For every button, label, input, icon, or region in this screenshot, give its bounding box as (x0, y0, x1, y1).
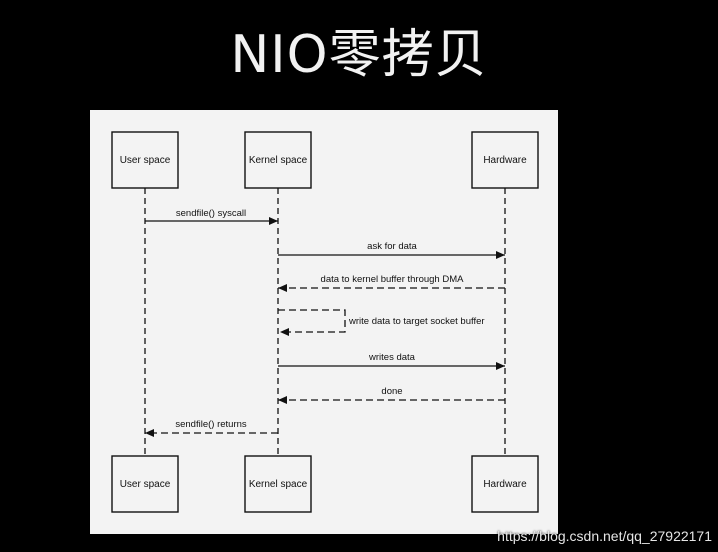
participant-kernel-bottom: Kernel space (244, 455, 312, 513)
slide-title: NIO零拷贝 (230, 25, 488, 85)
participant-hardware-label: Hardware (483, 155, 527, 166)
participant-hardware-label: Hardware (483, 479, 527, 490)
message-label: write data to target socket buffer (348, 316, 485, 327)
participant-hardware-bottom: Hardware (471, 455, 539, 513)
message-label: done (381, 386, 402, 397)
message-ask-for-data: ask for data (278, 241, 505, 259)
message-label: data to kernel buffer through DMA (321, 274, 465, 285)
message-label: ask for data (367, 241, 417, 252)
message-label: sendfile() returns (175, 419, 247, 430)
participant-hardware-top: Hardware (471, 131, 539, 189)
message-done: done (278, 386, 505, 404)
participant-user-bottom: User space (111, 455, 179, 513)
message-sendfile-returns: sendfile() returns (145, 419, 278, 437)
participant-kernel-top: Kernel space (244, 131, 312, 189)
participant-user-top: User space (111, 131, 179, 189)
sequence-diagram-panel: User space Kernel space Hardware User sp… (90, 110, 558, 534)
participant-kernel-label: Kernel space (249, 155, 308, 166)
message-self-write-socket-buffer: write data to target socket buffer (278, 309, 485, 336)
participant-kernel-label: Kernel space (249, 479, 308, 490)
watermark: https://blog.csdn.net/qq_27922171 (497, 528, 712, 544)
sequence-diagram: User space Kernel space Hardware User sp… (111, 131, 539, 513)
message-writes-data: writes data (278, 352, 505, 370)
participant-user-label: User space (120, 479, 171, 490)
message-dma-data: data to kernel buffer through DMA (278, 274, 505, 292)
message-sendfile-syscall: sendfile() syscall (145, 208, 278, 225)
message-label: writes data (368, 352, 416, 363)
message-label: sendfile() syscall (176, 208, 246, 219)
participant-user-label: User space (120, 155, 171, 166)
